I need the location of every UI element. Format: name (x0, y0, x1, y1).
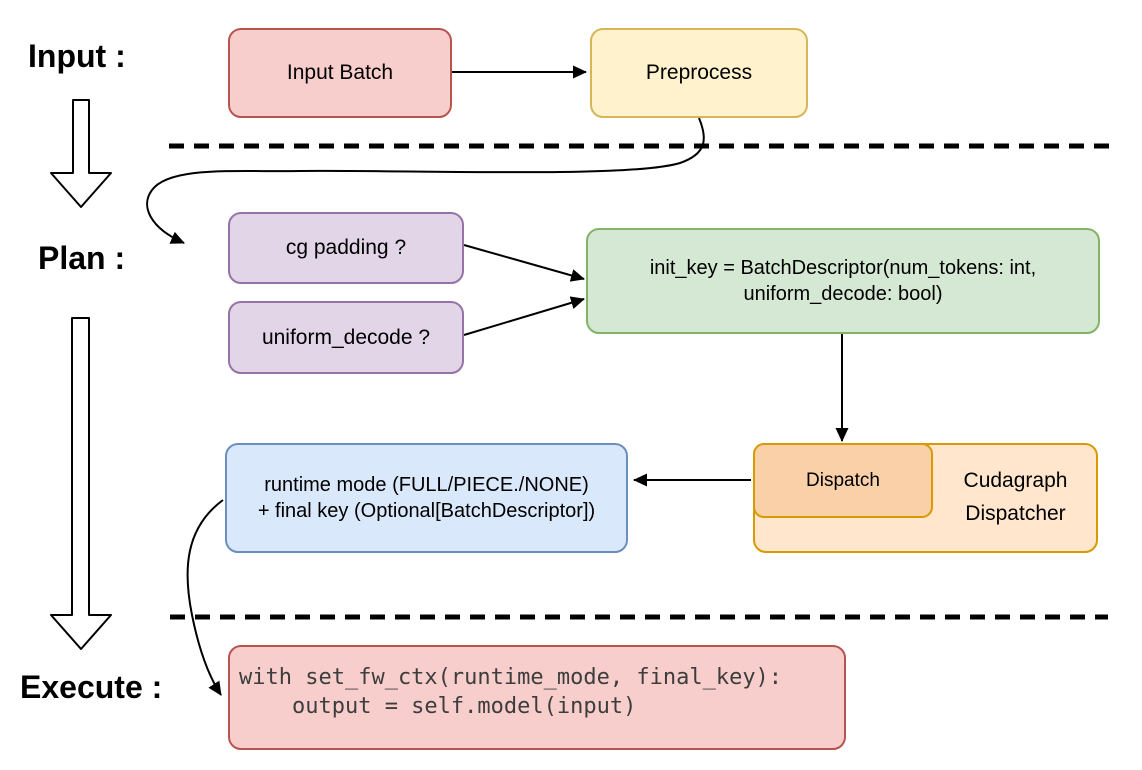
cudagraph-dispatcher-label: Cudagraph Dispatcher (933, 443, 1098, 553)
cudagraph-dispatcher-line1: Cudagraph (963, 469, 1068, 493)
stage-arrow-input-to-plan (50, 99, 112, 208)
node-uniform-decode: uniform_decode ? (228, 301, 464, 374)
stage-label-plan: Plan : (38, 240, 126, 276)
init-key-line1: init_key = BatchDescriptor(num_tokens: i… (649, 256, 1037, 279)
code-line2: output = self.model(input) (239, 693, 637, 719)
stage-label-execute: Execute : (20, 669, 163, 705)
node-input-batch: Input Batch (228, 28, 452, 118)
node-cg-padding: cg padding ? (228, 212, 464, 284)
runtime-mode-line1: runtime mode (FULL/PIECE./NONE) (264, 473, 589, 496)
stage-arrow-plan-to-execute (50, 317, 112, 650)
stage-label-input: Input : (28, 38, 126, 74)
node-runtime-mode: runtime mode (FULL/PIECE./NONE) + final … (225, 443, 628, 553)
arrow-preprocess-to-plan (146, 117, 705, 244)
cudagraph-dispatcher-line2: Dispatcher (965, 502, 1066, 525)
code-line1: with set_fw_ctx(runtime_mode, final_key)… (239, 665, 783, 690)
node-dispatch: Dispatch (753, 443, 933, 518)
arrow-uniformdecode-to-initkey (463, 296, 585, 336)
node-init-key: init_key = BatchDescriptor(num_tokens: i… (586, 228, 1100, 334)
runtime-mode-line2: + final key (Optional[BatchDescriptor]) (257, 500, 596, 522)
node-execute-code: with set_fw_ctx(runtime_mode, final_key)… (228, 645, 846, 750)
node-preprocess: Preprocess (590, 28, 808, 118)
arrow-runtimemode-to-execute (186, 499, 224, 696)
arrow-cgpadding-to-initkey (463, 244, 585, 282)
init-key-line2: uniform_decode: bool) (743, 283, 943, 305)
